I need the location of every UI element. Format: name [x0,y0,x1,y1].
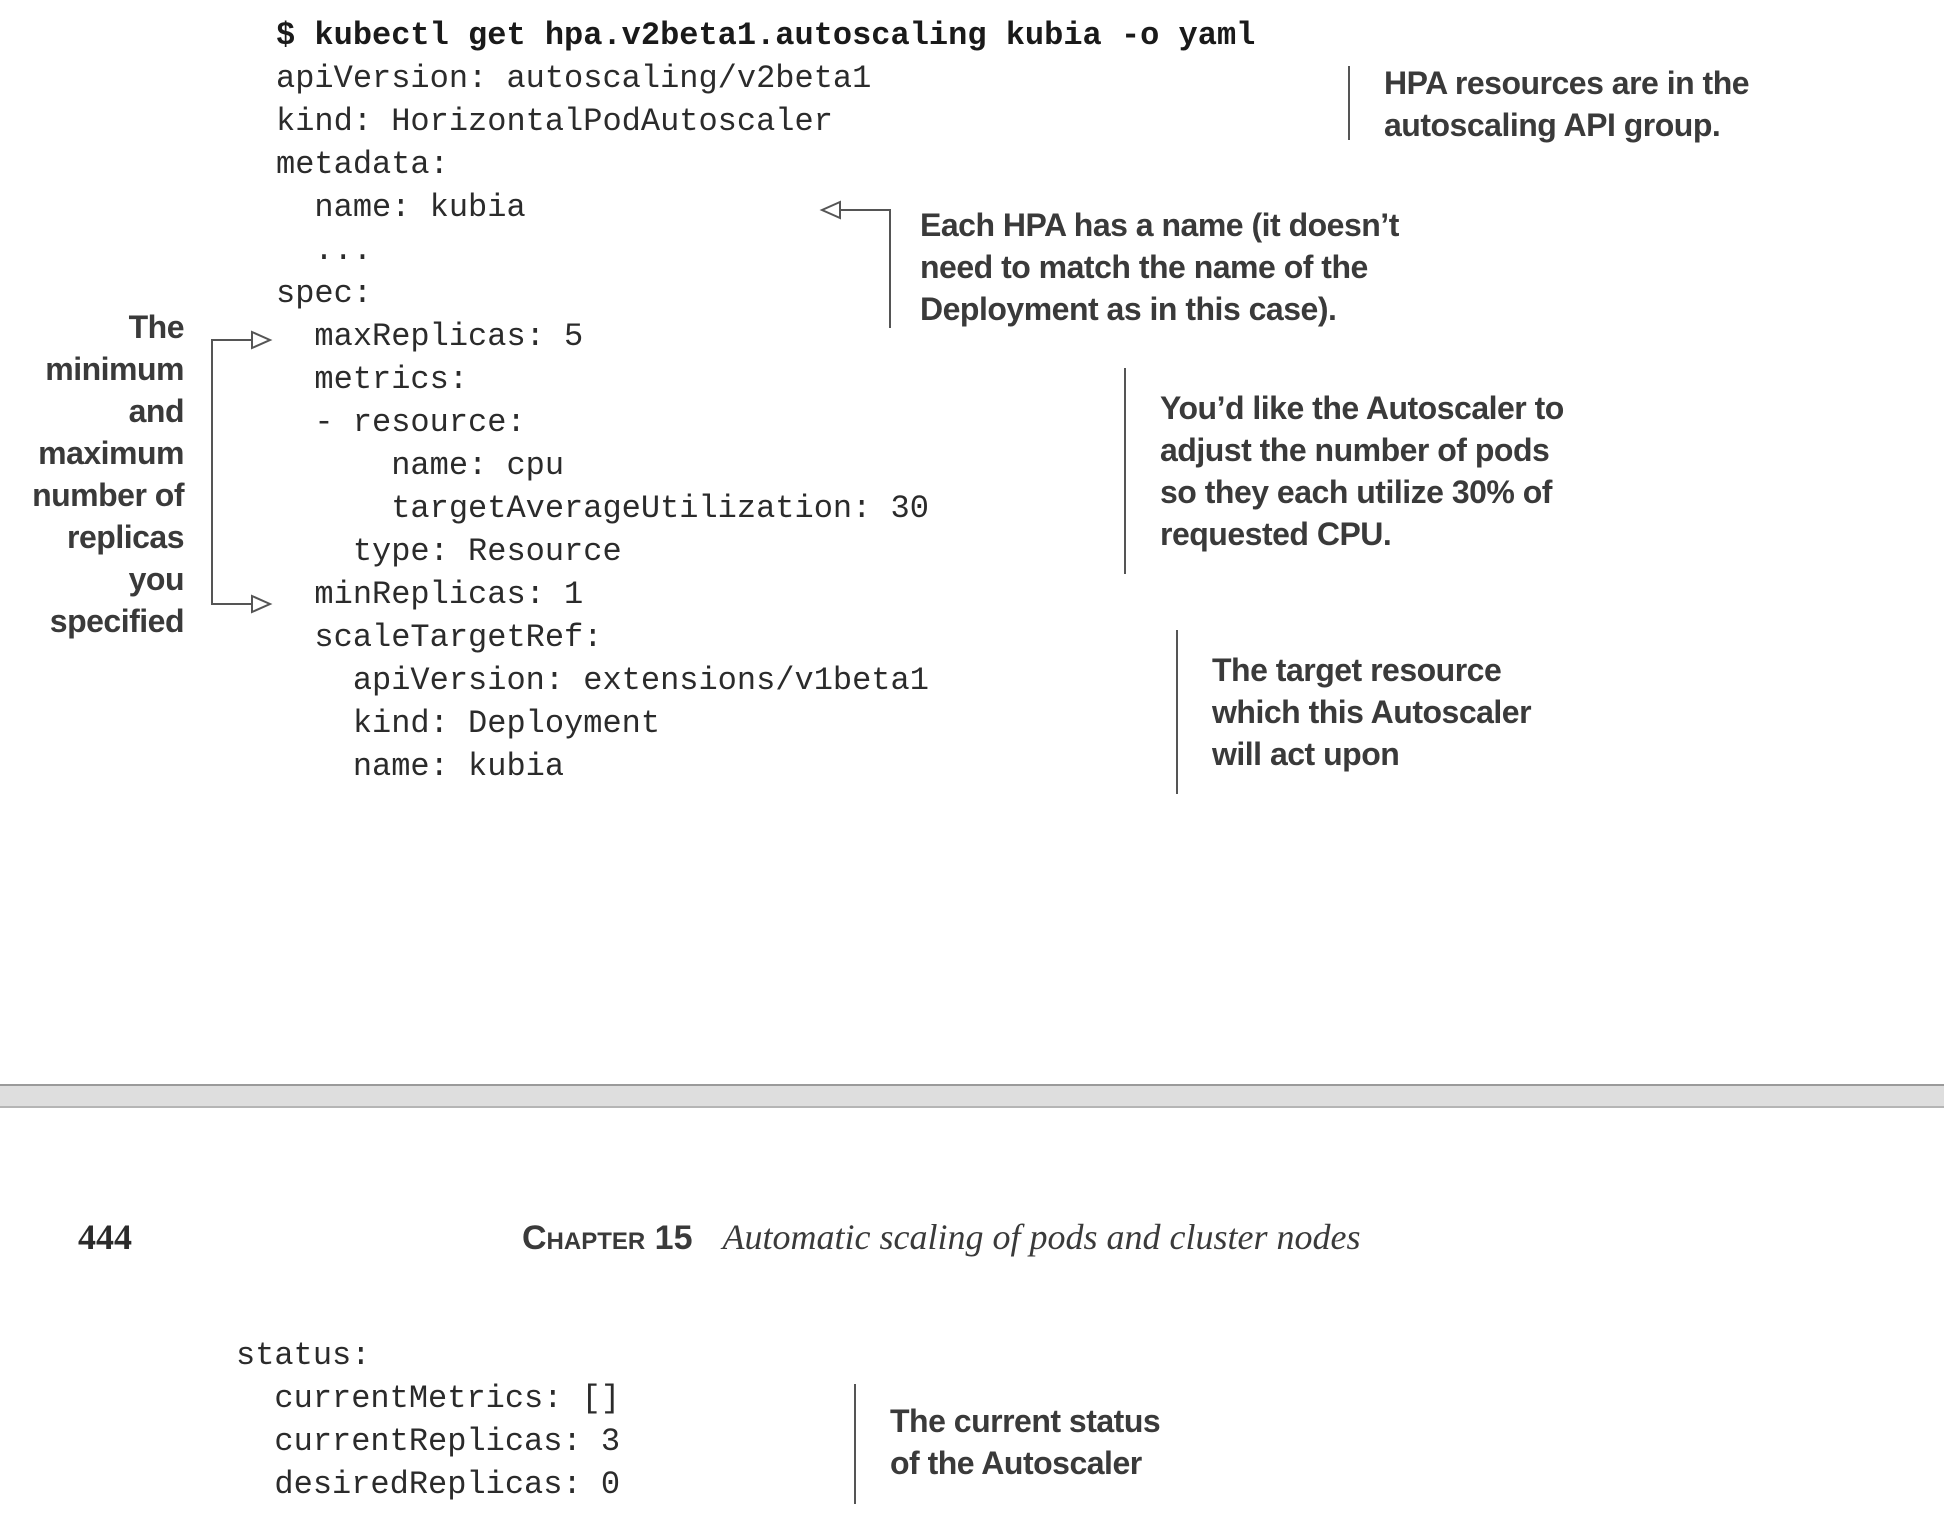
api-group-annotation: HPA resources are in the autoscaling API… [1384,62,1750,146]
target-resource-annotation: The target resource which this Autoscale… [1212,649,1532,775]
code-line: name: cpu [276,447,565,484]
code-line: currentReplicas: 3 [236,1423,621,1460]
note-line: HPA resources are in the [1384,65,1750,101]
status-bar [854,1384,856,1504]
code-line: spec: [276,275,373,312]
replicas-annotation: The minimum and maximum number of replic… [0,306,184,642]
top-code-listing: $ kubectl get hpa.v2beta1.autoscaling ku… [276,14,1376,814]
running-head: Chapter 15 Automatic scaling of pods and… [522,1216,1360,1258]
note-line: number of [32,477,184,513]
note-line: replicas [67,519,184,555]
code-line: apiVersion: extensions/v1beta1 [276,662,929,699]
code-line: maxReplicas: 5 [276,318,584,355]
status-annotation: The current status of the Autoscaler [890,1400,1161,1484]
note-line: of the Autoscaler [890,1445,1142,1481]
replicas-bracket-arrow [211,330,273,614]
note-line: will act upon [1212,736,1400,772]
code-line: name: kubia [276,748,565,785]
chapter-title: Automatic scaling of pods and cluster no… [722,1217,1361,1257]
hpa-name-annotation: Each HPA has a name (it doesn’t need to … [920,204,1399,330]
note-line: Deployment as in this case). [920,291,1337,327]
note-line: autoscaling API group. [1384,107,1721,143]
code-line: scaleTargetRef: [276,619,603,656]
code-line: metadata: [276,146,449,183]
note-line: The [128,309,185,345]
note-line: requested CPU. [1160,516,1392,552]
page-number: 444 [78,1217,132,1257]
code-line: desiredReplicas: 0 [236,1466,621,1503]
code-line: targetAverageUtilization: 30 [276,490,929,527]
note-line: Each HPA has a name (it doesn’t [920,207,1399,243]
code-line: apiVersion: autoscaling/v2beta1 [276,60,872,97]
note-line: maximum [38,435,184,471]
note-line: adjust the number of pods [1160,432,1550,468]
note-line: and [128,393,185,429]
page-break-divider [0,1084,1944,1108]
code-line: metrics: [276,361,469,398]
code-line: kind: Deployment [276,705,661,742]
note-line: The current status [890,1403,1161,1439]
code-line: name: kubia [276,189,526,226]
cpu-target-annotation: You’d like the Autoscaler to adjust the … [1160,387,1564,555]
cpu-target-bar [1124,368,1126,574]
note-line: need to match the name of the [920,249,1368,285]
hpa-name-arrow [819,200,891,328]
code-line: ... [276,232,373,269]
code-line: status: [236,1337,371,1374]
code-line: - resource: [276,404,526,441]
note-line: which this Autoscaler [1212,694,1532,730]
note-line: The target resource [1212,652,1502,688]
command-line: $ kubectl get hpa.v2beta1.autoscaling ku… [276,17,1256,54]
bottom-code-listing: status: currentMetrics: [] currentReplic… [236,1334,836,1514]
code-line: minReplicas: 1 [276,576,584,613]
code-line: type: Resource [276,533,622,570]
note-line: specified [49,603,185,639]
code-line: kind: HorizontalPodAutoscaler [276,103,833,140]
note-line: so they each utilize 30% of [1160,474,1552,510]
chapter-label: Chapter 15 [522,1219,693,1257]
note-line: You’d like the Autoscaler to [1160,390,1564,426]
note-line: you [128,561,185,597]
code-line: currentMetrics: [] [236,1380,621,1417]
api-group-bar [1348,66,1350,140]
target-resource-bar [1176,630,1178,794]
note-line: minimum [45,351,184,387]
